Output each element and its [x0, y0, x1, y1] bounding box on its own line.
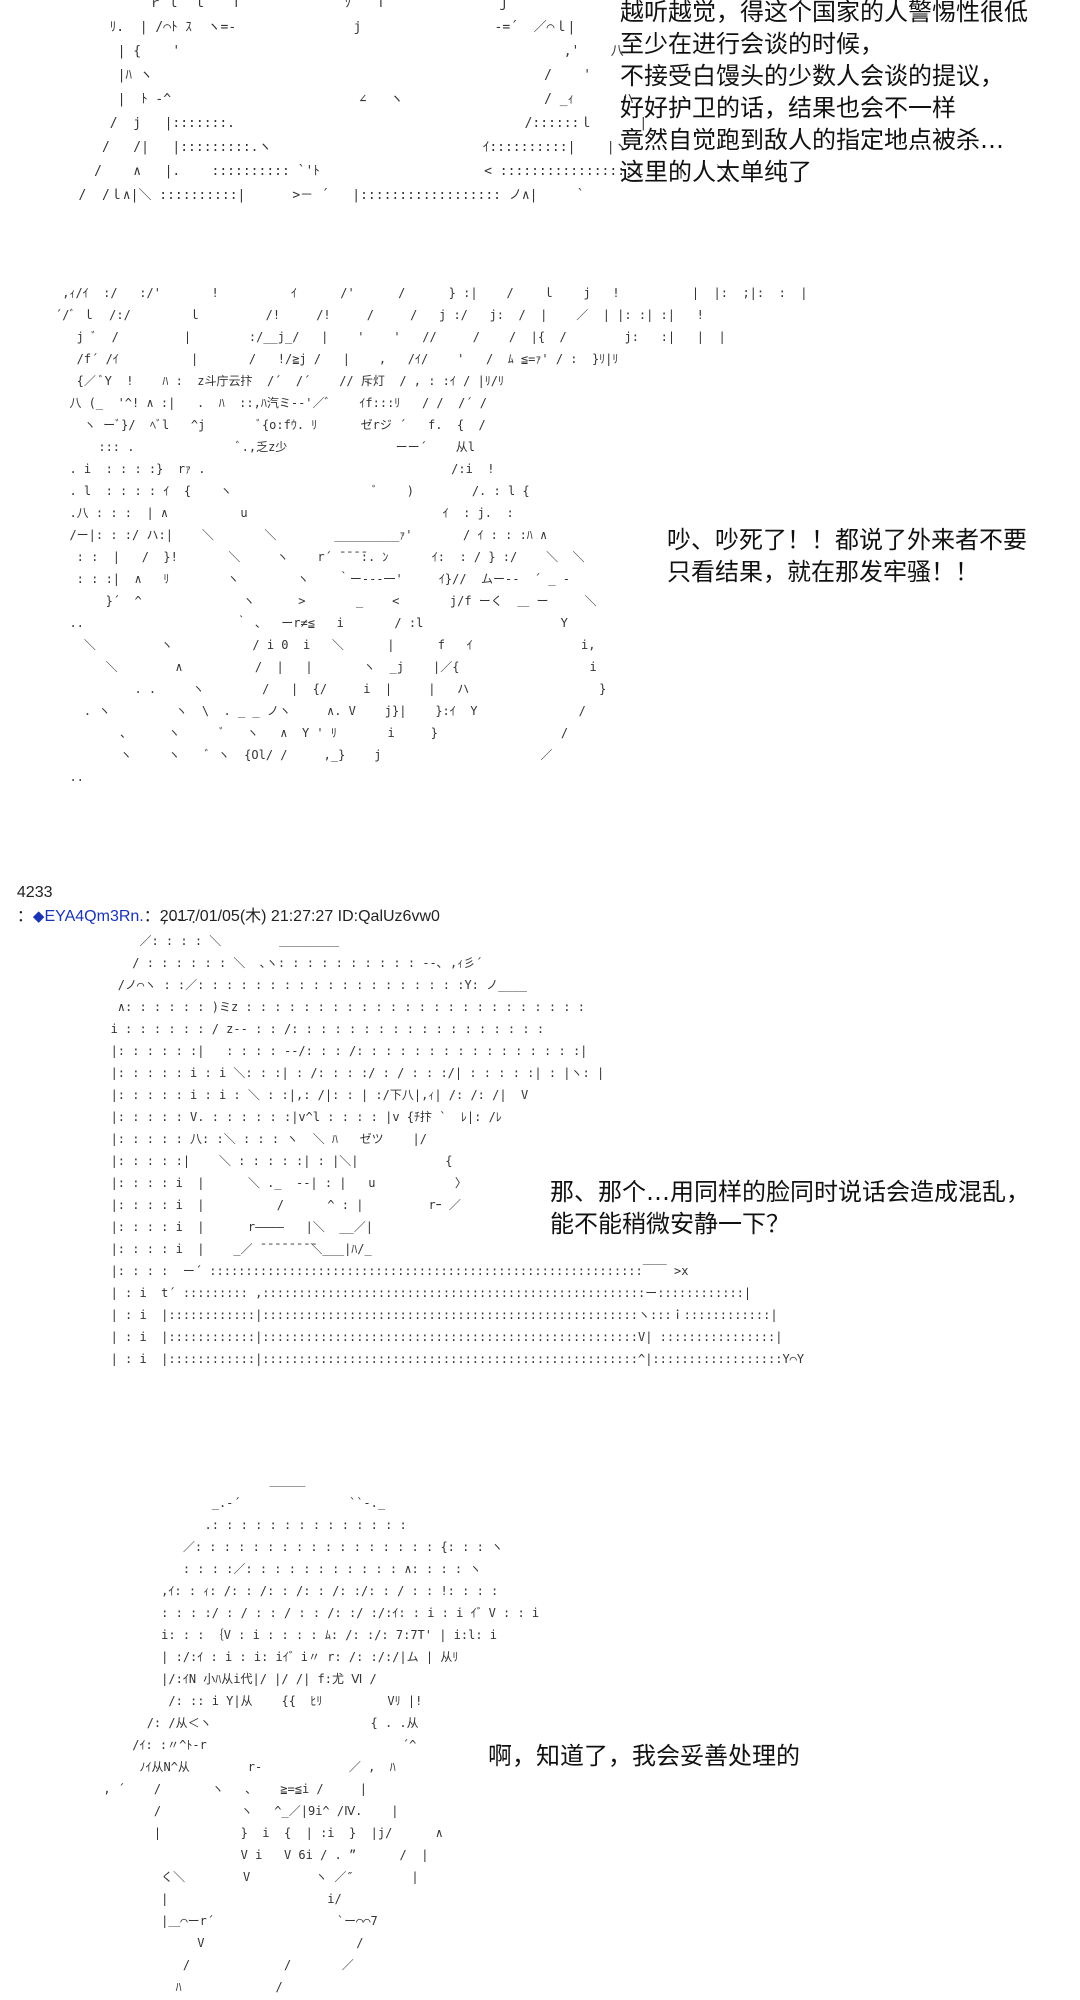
poster-trip-link[interactable]: EYA4Qm3Rn.: [44, 908, 144, 925]
dialog-text-1: 越听越觉，得这个国家的人警惕性很低 至少在进行会谈的时候， 不接受白馒头的少数人…: [620, 0, 1028, 186]
post-separator: ：: [16, 908, 33, 925]
ascii-art-panel-1: ｒ l ｌ ｉ ｿ ｉ ` ｊ ﾘ. | /⌒ﾄ ｽ ヽ=- j -=´ ／⌒ｌ…: [78, 0, 730, 203]
ascii-art-panel-2: ,ｨ/ｲ :/ :/' ! ｲ /' / } :| / ｌ j ! | |: ;…: [55, 286, 808, 784]
post-meta: ：2017/01/05(木) 21:27:27 ID:QalUz6vw0: [143, 908, 440, 925]
dialog-text-3: 那、那个…用同样的脸同时说话会造成混乱， 能不能稍微安静一下？: [550, 1178, 1030, 1238]
post-header: 4233 ：◆EYA4Qm3Rn.：2017/01/05(木) 21:27:27…: [8, 866, 440, 926]
ascii-art-panel-4: ＿＿＿ _.-´ ``-._ .: : : : : : : : : : : : …: [103, 1474, 540, 1994]
trip-diamond-icon: ◆: [32, 908, 45, 925]
dialog-text-4: 啊，知道了，我会妥善处理的: [488, 1742, 800, 1770]
ascii-art-panel-3: ,---. ／: : : : ＼ ＿＿＿＿＿ / : : : : : : ＼ ､…: [110, 912, 805, 1366]
dialog-text-2: 吵、吵死了！！都说了外来者不要 只看结果，就在那发牢骚！！: [667, 526, 1027, 586]
post-number: 4233: [16, 884, 53, 901]
